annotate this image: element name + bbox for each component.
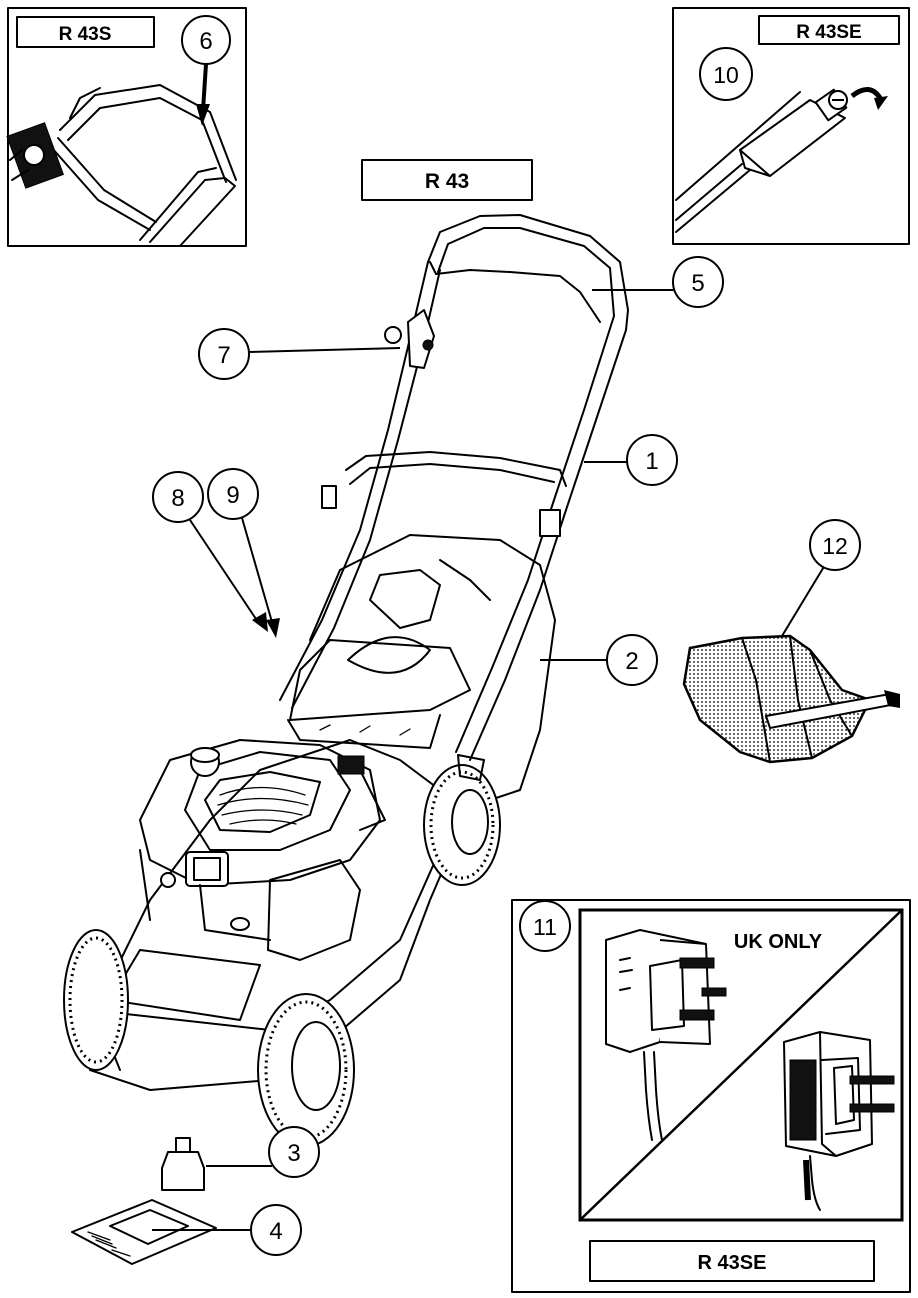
- key-switch-illustration: [675, 87, 888, 233]
- grass-bag-illustration: [682, 634, 900, 764]
- label-r43se-bottom: R 43SE: [698, 1252, 767, 1274]
- inset-chargers: 11 UK ONLY R 43SE: [511, 899, 911, 1293]
- svg-text:10: 10: [713, 62, 739, 88]
- svg-text:1: 1: [645, 448, 658, 475]
- svg-text:7: 7: [217, 342, 230, 369]
- svg-text:6: 6: [199, 28, 212, 55]
- callout-2: [606, 634, 658, 686]
- label-box-r43: [361, 159, 533, 201]
- lawn-mower-illustration: [63, 214, 629, 1147]
- callout-8: [152, 471, 204, 523]
- callout-4: [250, 1204, 302, 1256]
- manual-booklet-illustration: [71, 1199, 217, 1265]
- label-box-r43s: [16, 16, 155, 48]
- callout-7: [198, 328, 250, 380]
- label-r43s: R 43S: [59, 24, 112, 45]
- oil-bottle-illustration: [161, 1137, 205, 1191]
- inset-r43s: R 43S 6: [6, 7, 247, 247]
- euro-charger-illustration: [783, 1031, 895, 1211]
- callout-11: [519, 900, 571, 952]
- svg-text:12: 12: [822, 533, 848, 559]
- label-r43: R 43: [425, 170, 469, 193]
- svg-text:11: 11: [533, 914, 557, 940]
- callout-5: [672, 256, 724, 308]
- svg-text:9: 9: [226, 482, 239, 509]
- label-r43se-top: R 43SE: [796, 22, 861, 43]
- handle-detail-illustration: [6, 84, 237, 247]
- callout-10: [699, 47, 753, 101]
- svg-text:8: 8: [171, 485, 184, 512]
- callout-12: [809, 519, 861, 571]
- label-box-r43se-bottom: [589, 1240, 875, 1282]
- label-box-r43se-top: [758, 15, 900, 45]
- svg-text:4: 4: [269, 1218, 282, 1245]
- callout-3: [268, 1126, 320, 1178]
- svg-text:2: 2: [625, 648, 638, 675]
- svg-text:3: 3: [287, 1140, 300, 1167]
- inset-r43se-top: R 43SE 10: [672, 7, 910, 245]
- label-uk-only: UK ONLY: [734, 931, 823, 953]
- callout-9: [207, 468, 259, 520]
- callout-1: [626, 434, 678, 486]
- uk-charger-illustration: [605, 929, 727, 1141]
- svg-text:5: 5: [691, 270, 704, 297]
